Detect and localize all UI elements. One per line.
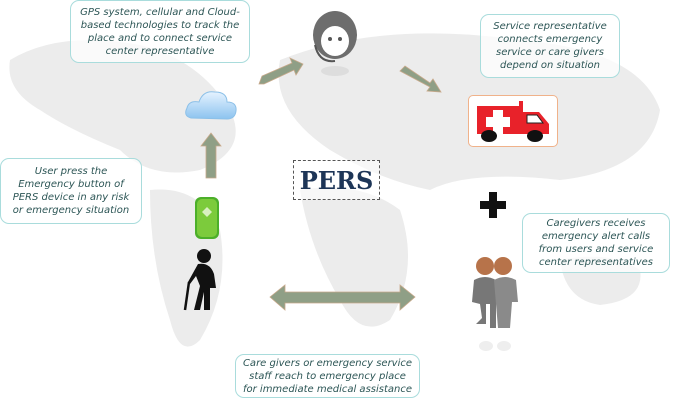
pers-title: PERS (293, 160, 380, 200)
caregivers-note: Caregivers receives emergency alert call… (522, 213, 670, 273)
caregivers-icon (472, 257, 518, 351)
plus-icon (480, 192, 506, 218)
service-rep-note: Service representative connects emergenc… (480, 14, 620, 78)
pers-device-icon (195, 197, 219, 239)
elderly-user-icon (183, 249, 216, 311)
user-note: User press the Emergency button of PERS … (0, 158, 142, 224)
call-center-agent-icon (313, 11, 357, 76)
staff-note: Care givers or emergency service staff r… (235, 354, 420, 398)
cloud-icon (185, 91, 237, 120)
arrow-to-ambulance-icon (399, 65, 442, 93)
double-arrow-icon (269, 284, 416, 311)
ambulance-icon (477, 101, 549, 142)
arrow-to-agent-icon (258, 57, 304, 85)
gps-note: GPS system, cellular and Cloud-based tec… (70, 0, 250, 63)
ambulance-box (468, 95, 558, 147)
arrow-up-icon (200, 132, 222, 179)
